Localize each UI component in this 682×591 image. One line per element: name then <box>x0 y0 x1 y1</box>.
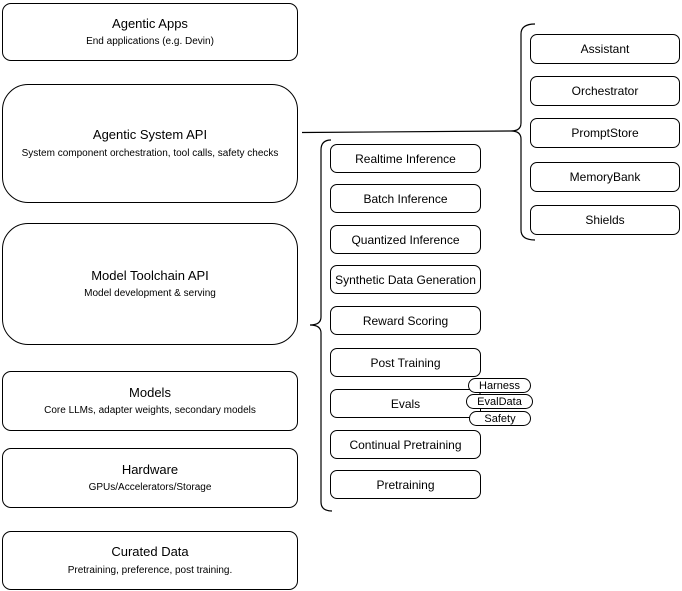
layer-models: Models Core LLMs, adapter weights, secon… <box>2 371 298 431</box>
node-reward-scoring: Reward Scoring <box>330 306 481 335</box>
pill-harness: Harness <box>468 378 531 393</box>
node-orchestrator: Orchestrator <box>530 76 680 106</box>
node-memorybank: MemoryBank <box>530 162 680 192</box>
layer-hardware: Hardware GPUs/Accelerators/Storage <box>2 448 298 508</box>
node-realtime-inference: Realtime Inference <box>330 144 481 173</box>
layer-title: Curated Data <box>111 544 189 560</box>
system-api-to-components-line <box>301 130 512 134</box>
node-label: Orchestrator <box>571 84 639 98</box>
layer-curated-data: Curated Data Pretraining, preference, po… <box>2 531 298 590</box>
layer-title: Agentic System API <box>92 127 208 143</box>
node-label: Synthetic Data Generation <box>335 272 476 287</box>
pill-label: Harness <box>479 379 520 392</box>
node-label: Quantized Inference <box>351 232 460 247</box>
layer-agentic-system-api: Agentic System API System component orch… <box>2 84 298 203</box>
node-label: Assistant <box>580 42 630 56</box>
node-label: PromptStore <box>571 126 639 140</box>
node-evals: Evals <box>330 389 481 418</box>
layer-subtitle: System component orchestration, tool cal… <box>21 147 279 159</box>
node-label: Reward Scoring <box>362 313 449 328</box>
node-pretraining: Pretraining <box>330 470 481 499</box>
pill-evaldata: EvalData <box>466 394 533 409</box>
layer-agentic-apps: Agentic Apps End applications (e.g. Devi… <box>2 3 298 61</box>
layer-title: Models <box>129 384 171 400</box>
layer-title: Hardware <box>121 461 179 477</box>
node-synthetic-data-generation: Synthetic Data Generation <box>330 265 481 294</box>
toolchain-brace <box>309 139 333 512</box>
layer-subtitle: Core LLMs, adapter weights, secondary mo… <box>44 405 256 417</box>
node-assistant: Assistant <box>530 34 680 64</box>
node-label: Evals <box>390 396 421 411</box>
pill-safety: Safety <box>469 411 531 426</box>
node-shields: Shields <box>530 205 680 235</box>
node-quantized-inference: Quantized Inference <box>330 225 481 254</box>
layer-subtitle: GPUs/Accelerators/Storage <box>88 482 212 494</box>
node-promptstore: PromptStore <box>530 118 680 148</box>
layer-model-toolchain-api: Model Toolchain API Model development & … <box>2 223 298 345</box>
layer-subtitle: Pretraining, preference, post training. <box>67 564 233 576</box>
layer-title: Agentic Apps <box>112 15 188 31</box>
node-post-training: Post Training <box>330 348 481 377</box>
node-label: Batch Inference <box>363 191 448 206</box>
node-label: Continual Pretraining <box>349 437 462 452</box>
node-label: Pretraining <box>376 477 435 492</box>
node-continual-pretraining: Continual Pretraining <box>330 430 481 459</box>
layer-subtitle: End applications (e.g. Devin) <box>86 36 214 48</box>
pill-label: EvalData <box>477 395 522 408</box>
layer-subtitle: Model development & serving <box>84 288 216 300</box>
pill-label: Safety <box>484 412 516 425</box>
node-label: MemoryBank <box>569 170 641 184</box>
node-batch-inference: Batch Inference <box>330 184 481 213</box>
node-label: Shields <box>585 213 625 227</box>
layer-title: Model Toolchain API <box>91 267 209 283</box>
node-label: Realtime Inference <box>355 151 456 166</box>
node-label: Post Training <box>370 355 441 370</box>
